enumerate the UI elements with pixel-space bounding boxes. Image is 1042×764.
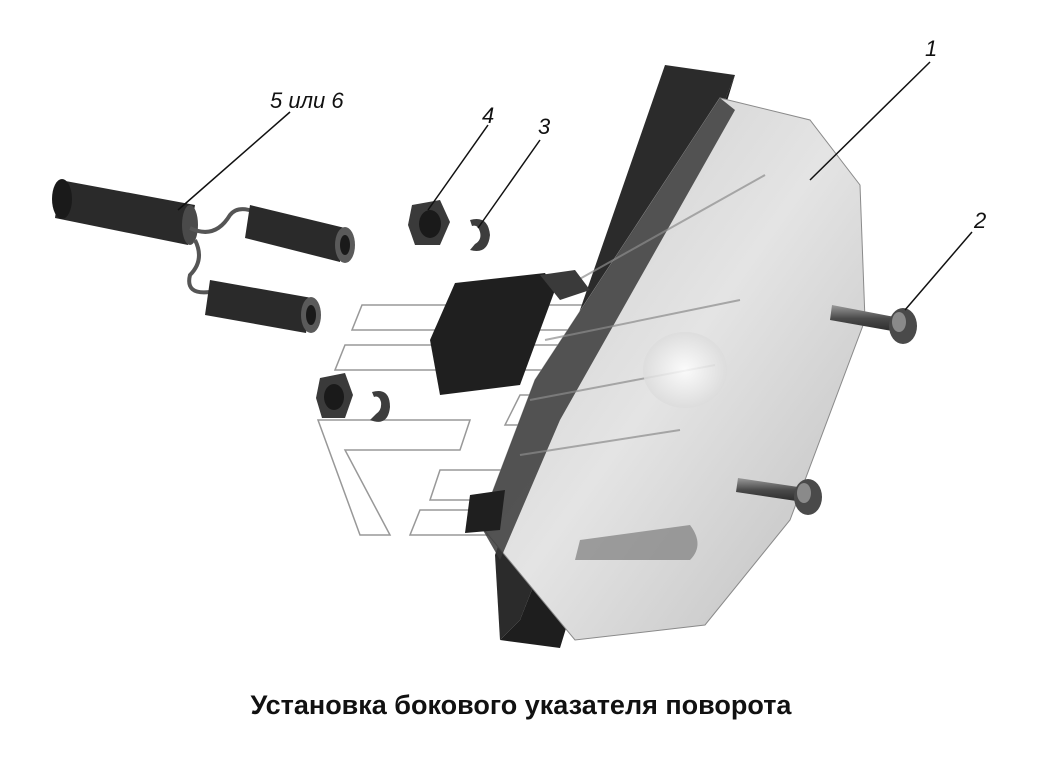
leader-line-1: [809, 61, 931, 181]
callout-1: 1: [925, 36, 938, 61]
lamp-bulb-area: [643, 332, 727, 408]
turn-indicator-housing: [479, 65, 866, 648]
mounting-screw-lower: [736, 478, 822, 515]
callout-3: 3: [538, 114, 551, 139]
leader-line-4: [427, 124, 489, 211]
spring-washer-lower: [370, 391, 390, 422]
spring-washer-upper: [470, 219, 490, 251]
leader-lines: [177, 61, 973, 311]
mounting-screw-upper: [830, 305, 917, 344]
callout-5-or-6: 5 или 6: [270, 88, 344, 113]
leader-line-2: [904, 231, 973, 311]
callout-4: 4: [482, 103, 495, 128]
nut-upper: [408, 200, 450, 245]
leader-line-5-6: [177, 111, 291, 211]
nut-lower: [316, 373, 353, 418]
callout-2: 2: [974, 208, 987, 233]
leader-line-3: [477, 139, 541, 229]
figure-caption: Установка бокового указателя поворота: [250, 690, 792, 720]
housing-connector-block: [430, 270, 590, 533]
wiring-harness: [52, 179, 355, 333]
